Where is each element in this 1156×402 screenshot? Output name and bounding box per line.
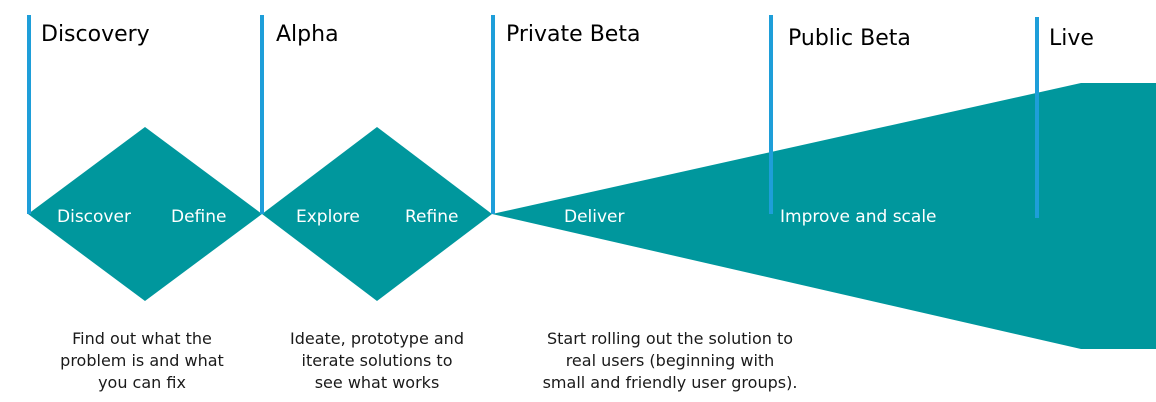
stage-label-improve-and-scale: Improve and scale	[780, 207, 937, 227]
phase-label-alpha: Alpha	[276, 22, 339, 47]
phase-label-private-beta: Private Beta	[506, 22, 640, 47]
stage-label-deliver: Deliver	[564, 207, 625, 227]
stage-label-discover: Discover	[57, 207, 131, 227]
discovery-diamond	[28, 127, 262, 301]
stage-label-refine: Refine	[405, 207, 458, 227]
caption-discovery: Find out what the problem is and what yo…	[60, 329, 224, 392]
phase-label-discovery: Discovery	[41, 22, 150, 47]
stage-label-define: Define	[171, 207, 227, 227]
alpha-diamond	[262, 127, 492, 301]
caption-private-beta: Start rolling out the solution to real u…	[542, 329, 798, 392]
caption-alpha: Ideate, prototype and iterate solutions …	[290, 329, 464, 392]
stage-label-explore: Explore	[296, 207, 360, 227]
phase-label-live: Live	[1049, 26, 1094, 51]
beta-live-wedge	[492, 83, 1156, 349]
phase-label-public-beta: Public Beta	[788, 26, 911, 51]
